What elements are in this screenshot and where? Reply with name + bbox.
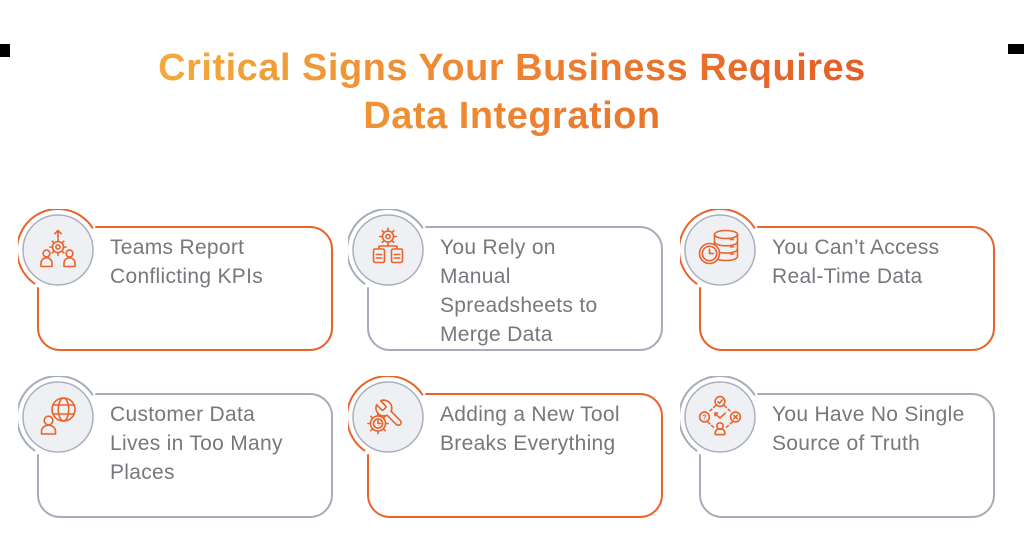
card-label: Customer Data Lives in Too Many Places <box>110 403 283 484</box>
card-frame <box>348 209 663 351</box>
card-realtime-data: You Can’t Access Real-Time Data <box>680 209 1010 376</box>
card-label: You Rely on Manual Spreadsheets to Merge… <box>440 236 598 346</box>
card-no-single-source: ? You Have No Single Source of Truth <box>680 376 1010 543</box>
card-teams-conflicting-kpis: Teams Report Conflicting KPIs <box>18 209 348 376</box>
page-title-line2: Data Integration <box>363 95 661 137</box>
decision-cycle-icon: ? <box>698 395 742 436</box>
svg-text:?: ? <box>702 415 706 422</box>
page-title: Critical Signs Your Business Requires Da… <box>158 44 866 140</box>
icon-badge <box>352 214 424 286</box>
icon-badge <box>22 381 94 453</box>
card-label: You Can’t Access Real-Time Data <box>772 236 940 288</box>
card-manual-spreadsheets: You Rely on Manual Spreadsheets to Merge… <box>348 209 680 376</box>
card-frame <box>680 209 995 351</box>
card-label: You Have No Single Source of Truth <box>772 403 965 455</box>
screenshot-artifact-top-right <box>1008 44 1024 54</box>
realtime-database-clock-icon <box>698 229 739 265</box>
card-label: Teams Report Conflicting KPIs <box>110 236 264 288</box>
icon-badge <box>22 214 94 286</box>
card-frame <box>18 209 333 351</box>
screenshot-artifact-top-left <box>0 44 10 57</box>
card-new-tool-breaks: Adding a New Tool Breaks Everything <box>348 376 680 543</box>
card-customer-data-places: Customer Data Lives in Too Many Places <box>18 376 348 543</box>
teams-conflicting-kpis-icon <box>40 229 76 268</box>
page-title-line1: Critical Signs Your Business Requires <box>158 47 866 89</box>
customer-globe-person-icon <box>40 397 76 435</box>
card-frame <box>18 376 333 518</box>
manual-spreadsheets-icon <box>372 227 404 264</box>
wrench-gear-icon <box>367 399 402 435</box>
signs-grid: Teams Report Conflicting KPIs You Rely o… <box>18 209 1010 543</box>
card-label: Adding a New Tool Breaks Everything <box>440 403 620 455</box>
icon-badge <box>684 214 756 286</box>
